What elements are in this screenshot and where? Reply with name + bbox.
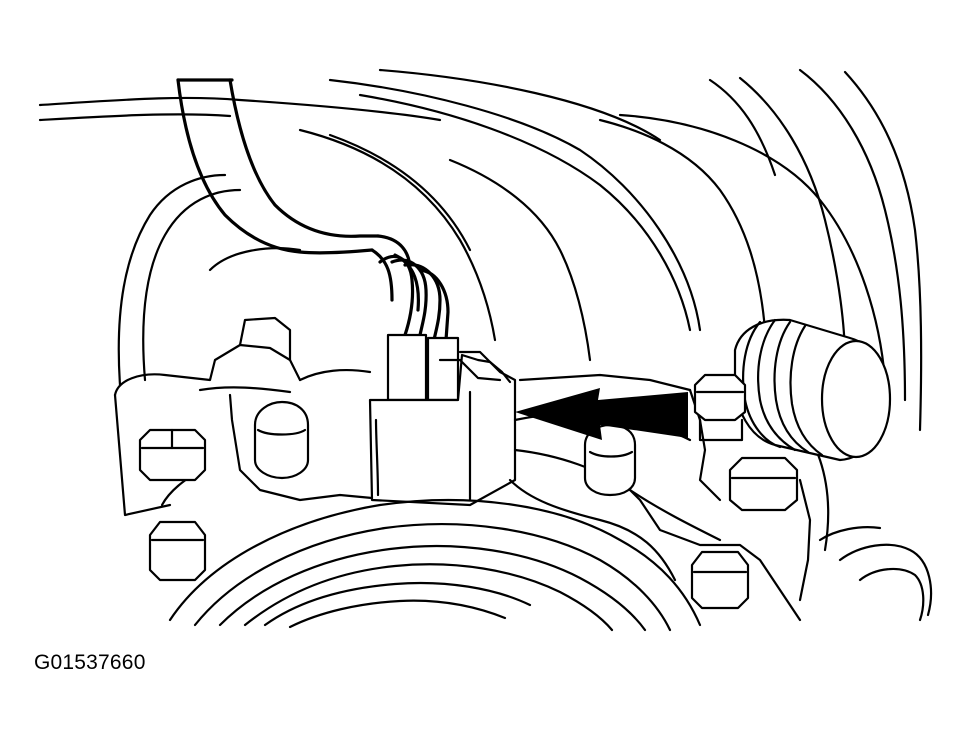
pointer-arrow xyxy=(515,388,688,440)
bolt-lower-left xyxy=(148,520,207,582)
connector-wires xyxy=(378,255,450,342)
bolt-top-left xyxy=(138,428,207,482)
figure-id-label: G01537660 xyxy=(34,651,146,674)
compressor-pulley xyxy=(168,498,702,632)
bolt-lower-right xyxy=(690,550,750,610)
left-hose xyxy=(117,173,302,387)
intake-manifold-lines xyxy=(38,68,923,432)
bolt-right xyxy=(728,456,799,512)
electrical-connector xyxy=(368,333,517,507)
bolt-near-fitting xyxy=(693,373,747,442)
bolt-center-left xyxy=(253,400,310,480)
compressor-body xyxy=(113,316,830,622)
bolt-center xyxy=(583,423,637,497)
wiring-harness xyxy=(176,78,420,312)
lower-fitting xyxy=(818,526,932,622)
refrigerant-fitting xyxy=(733,318,892,462)
